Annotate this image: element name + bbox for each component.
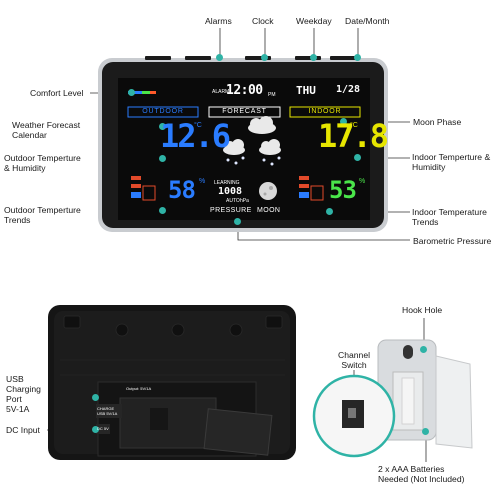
label-barometric-pressure: Barometric Pressure: [413, 236, 492, 246]
lcd-weekday: THU: [296, 84, 316, 97]
label-dc-input: DC Input: [6, 425, 40, 435]
callout-dot-dc: [92, 426, 99, 433]
label-indoor-temp-trends: Indoor Temperature Trends: [412, 207, 487, 227]
label-date-month: Date/Month: [345, 16, 390, 26]
lcd-pressure-value: 1008: [218, 186, 243, 197]
lcd-time: 12:00: [226, 83, 263, 98]
lcd-outdoor-unit: °C: [194, 122, 202, 129]
lcd-auto: AUTO: [226, 198, 240, 204]
label-usb-charging-port: USB Charging Port 5V-1A: [6, 374, 41, 414]
callout-dot-indoor-temp: [354, 154, 361, 161]
lcd-indoor-header: INDOOR: [308, 108, 342, 115]
callout-dot-date: [354, 54, 361, 61]
lcd-moon-label: MOON: [257, 207, 281, 214]
back-usb-sub-text: USB 5V/1A: [97, 411, 118, 416]
callout-dot-clock: [261, 54, 268, 61]
label-outdoor-temp-trends: Outdoor Temperture Trends: [4, 205, 81, 225]
lcd-outdoor-percent: %: [199, 178, 206, 185]
callout-dot-pressure: [234, 218, 241, 225]
back-strip-text: Output: 5V/1A: [126, 386, 152, 391]
lcd-outdoor-temp: 12.6: [160, 117, 231, 155]
label-alarms: Alarms: [205, 16, 232, 26]
lcd-time-suffix: PM: [268, 92, 276, 98]
callout-dot-batteries: [422, 428, 429, 435]
label-indoor-temp-humidity: Indoor Temperture & Humidity: [412, 152, 491, 172]
label-weather-forecast-calendar: Weather Forecast Calendar: [12, 120, 81, 140]
label-outdoor-temp-humidity: Outdoor Temperture & Humidity: [4, 153, 81, 173]
label-hook-hole: Hook Hole: [402, 305, 443, 315]
callout-dot-hook: [420, 346, 427, 353]
lcd-alarm-indicator: ALARM: [212, 89, 230, 95]
callout-dot-indoor-trend: [326, 208, 333, 215]
callout-dot-usb: [92, 394, 99, 401]
lcd-indoor-unit: °C: [350, 122, 358, 129]
lcd-pressure-label: PRESSURE: [210, 207, 252, 214]
callout-dot-moon-phase: [340, 118, 347, 125]
label-clock: Clock: [252, 16, 274, 26]
label-comfort-level: Comfort Level: [30, 88, 84, 98]
callout-dot-outdoor-trend: [159, 207, 166, 214]
lcd-learning: LEARNING: [214, 180, 240, 186]
callout-dot-forecast: [159, 123, 166, 130]
lcd-indoor-humidity: 53: [329, 176, 357, 204]
label-moon-phase: Moon Phase: [413, 117, 462, 127]
lcd-hpa: hPa: [240, 198, 249, 204]
back-usb-text: CHARGE: [97, 406, 115, 411]
callout-dot-weekday: [310, 54, 317, 61]
callout-dot-outdoor-temp: [159, 155, 166, 162]
label-channel-switch: Channel Switch: [338, 350, 371, 370]
lcd-date: 1/28: [336, 84, 361, 95]
lcd-indoor-percent: %: [359, 178, 366, 185]
lcd-forecast-header: FORECAST: [222, 108, 267, 115]
lcd-indoor-temp: 17.8: [318, 117, 389, 155]
callout-dot-alarms: [216, 54, 223, 61]
label-batteries: 2 x AAA Batteries Needed (Not Included): [378, 464, 465, 484]
label-weekday: Weekday: [296, 16, 332, 26]
callout-dot-comfort: [128, 89, 135, 96]
back-dc-text: DC 5V: [97, 426, 109, 431]
lcd-outdoor-humidity: 58: [168, 176, 196, 204]
lcd-outdoor-header: OUTDOOR: [142, 108, 184, 115]
